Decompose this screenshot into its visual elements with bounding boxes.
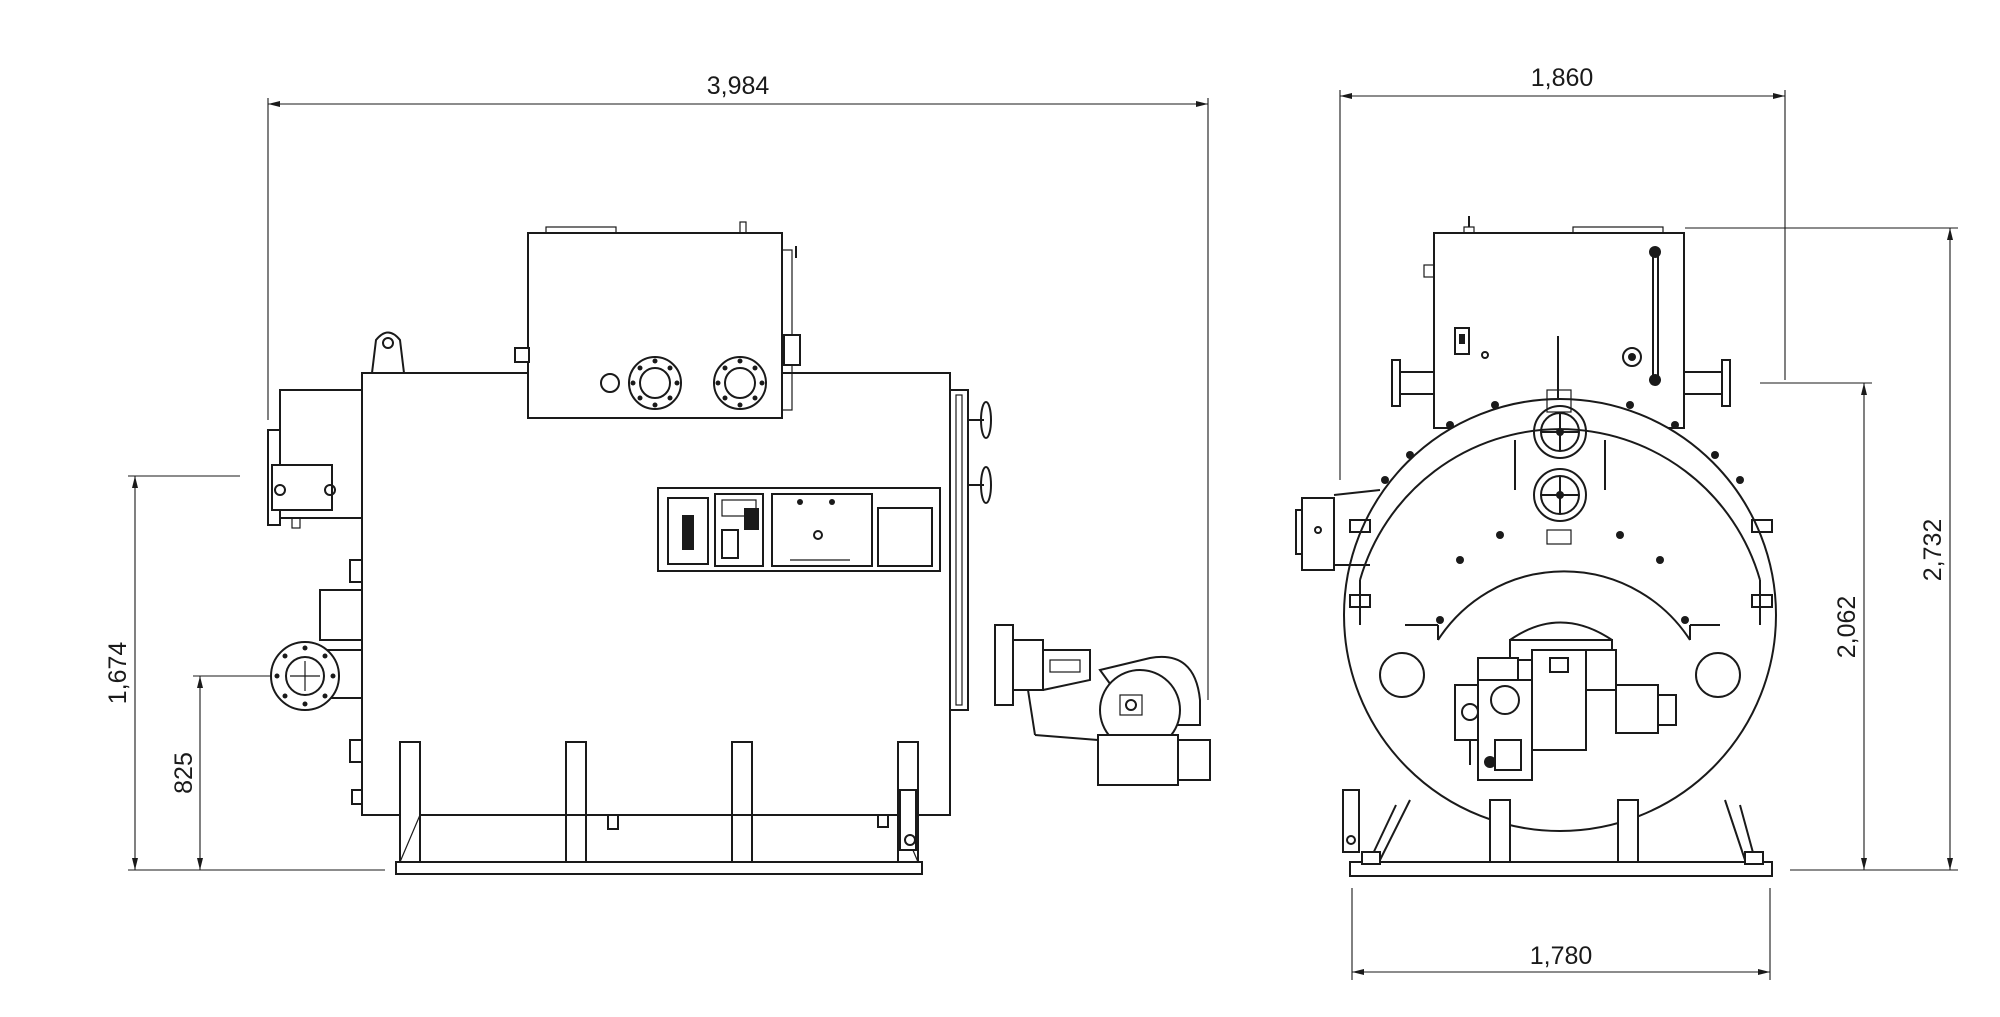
furnace-door-arc [1437,570,1691,641]
skid-base [395,741,923,875]
junction-box-left [1295,489,1381,571]
dim-front-base: 1,780 [1351,888,1771,980]
steam-box [527,232,783,419]
inlet-flange [270,589,363,711]
nozzle-flange-2 [713,356,767,410]
dim-label-front-base: 1,780 [1530,942,1593,970]
sight-port-right [1695,652,1741,698]
control-panel [657,487,941,572]
dim-label-side-inlet: 825 [170,752,198,794]
rear-door [949,389,969,711]
shell-front-circle [1343,398,1777,832]
boiler-shell [361,372,951,816]
door-bolts [1381,401,1744,624]
handwheel-lower [1533,468,1587,522]
sight-port-left [1379,652,1425,698]
dim-label-front-total: 2,732 [1919,519,1947,582]
burner-side [994,624,1211,786]
dim-label-front-width: 1,860 [1531,64,1594,92]
dim-label-side-length: 3,984 [707,72,770,100]
dim-label-front-outlet: 2,062 [1833,596,1861,659]
front-view: 1,860 1,780 2,732 2,062 [1295,64,1958,980]
dim-side-heights: 1,674 825 [104,475,385,871]
side-view: 3,984 1,674 825 [104,72,1211,875]
burner-front [1454,621,1677,781]
nozzle-flange-1 [628,356,682,410]
dim-label-side-outlet: 1,674 [104,642,132,705]
dim-front-heights: 2,732 2,062 [1685,227,1958,871]
dim-side-length: 3,984 [267,72,1209,700]
dim-front-width: 1,860 [1339,64,1786,480]
lifting-lug [371,331,405,374]
handwheel-upper [1533,405,1587,459]
saddle-supports [1342,789,1773,877]
door-handwheels [968,401,992,504]
